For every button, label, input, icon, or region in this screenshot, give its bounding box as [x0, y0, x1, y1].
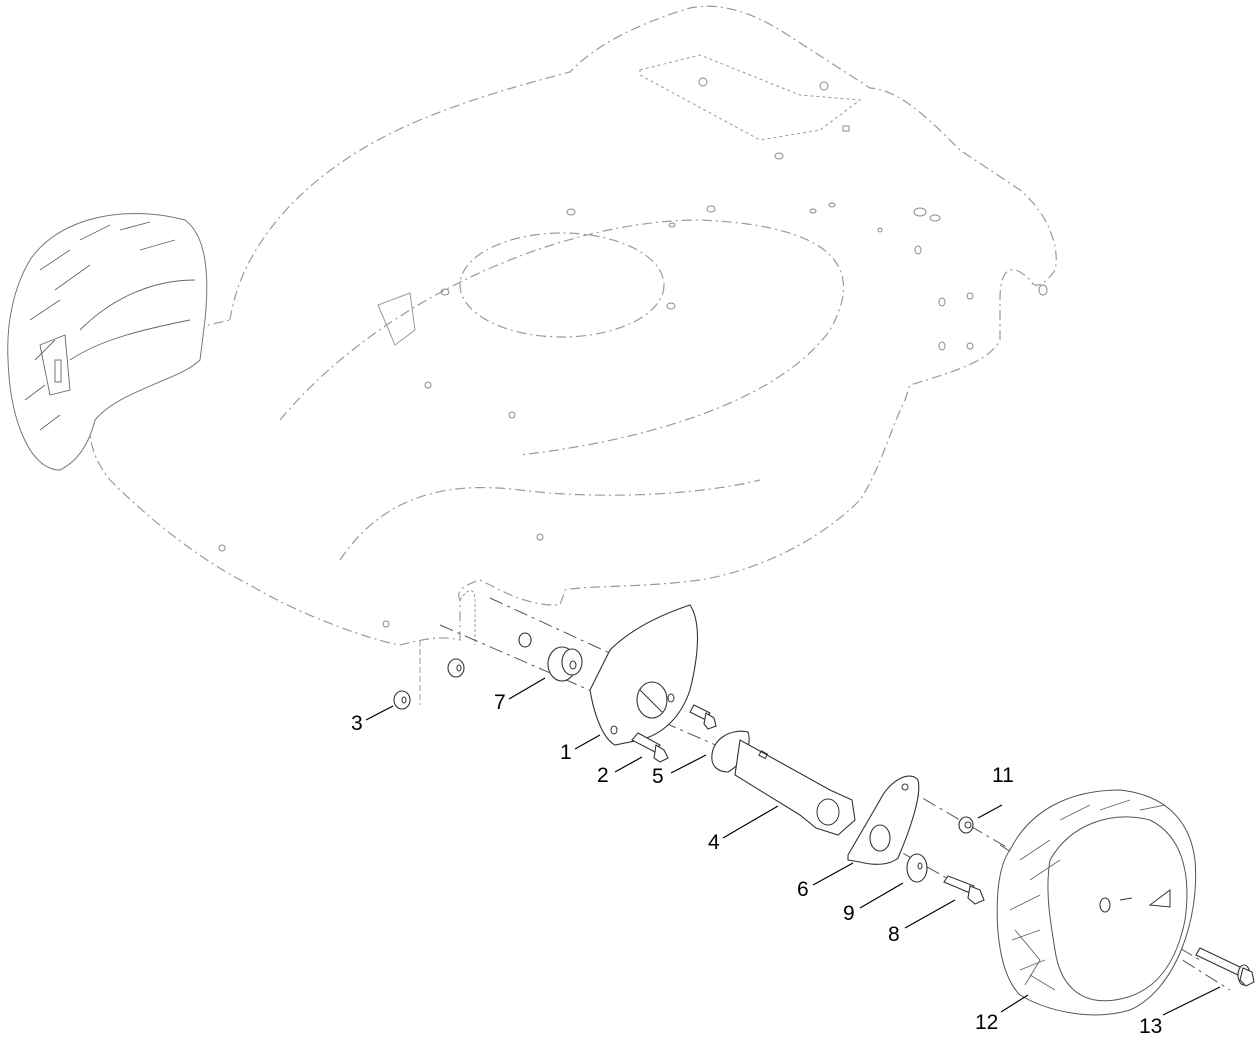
part-8-bolt [943, 875, 985, 905]
part-9-washer [906, 853, 928, 883]
part-1-plate [589, 604, 699, 746]
callout-2: 2 [597, 764, 609, 787]
callout-6: 6 [797, 878, 809, 901]
callout-8: 8 [888, 923, 900, 946]
part-4-axle [734, 739, 856, 836]
callout-3: 3 [351, 712, 363, 735]
leader-lines [365, 677, 1221, 1016]
callout-4: 4 [708, 831, 720, 854]
part-12-wheel [996, 789, 1197, 1016]
callout-5: 5 [652, 765, 664, 788]
callout-7: 7 [494, 691, 506, 714]
callout-1: 1 [560, 741, 572, 764]
callout-9: 9 [843, 902, 855, 925]
callout-11: 11 [992, 764, 1014, 787]
part-6-bracket [847, 775, 920, 865]
part-13-bolt [1195, 947, 1255, 987]
ghost-left-wheel [7, 212, 208, 471]
part-7-bushing [547, 646, 583, 682]
callout-13: 13 [1139, 1015, 1163, 1038]
part-2-bolts [631, 704, 717, 763]
part-11-washer [958, 816, 974, 834]
callout-12: 12 [975, 1011, 999, 1034]
mower-deck [89, 5, 1057, 705]
part-3-nut [393, 632, 532, 710]
